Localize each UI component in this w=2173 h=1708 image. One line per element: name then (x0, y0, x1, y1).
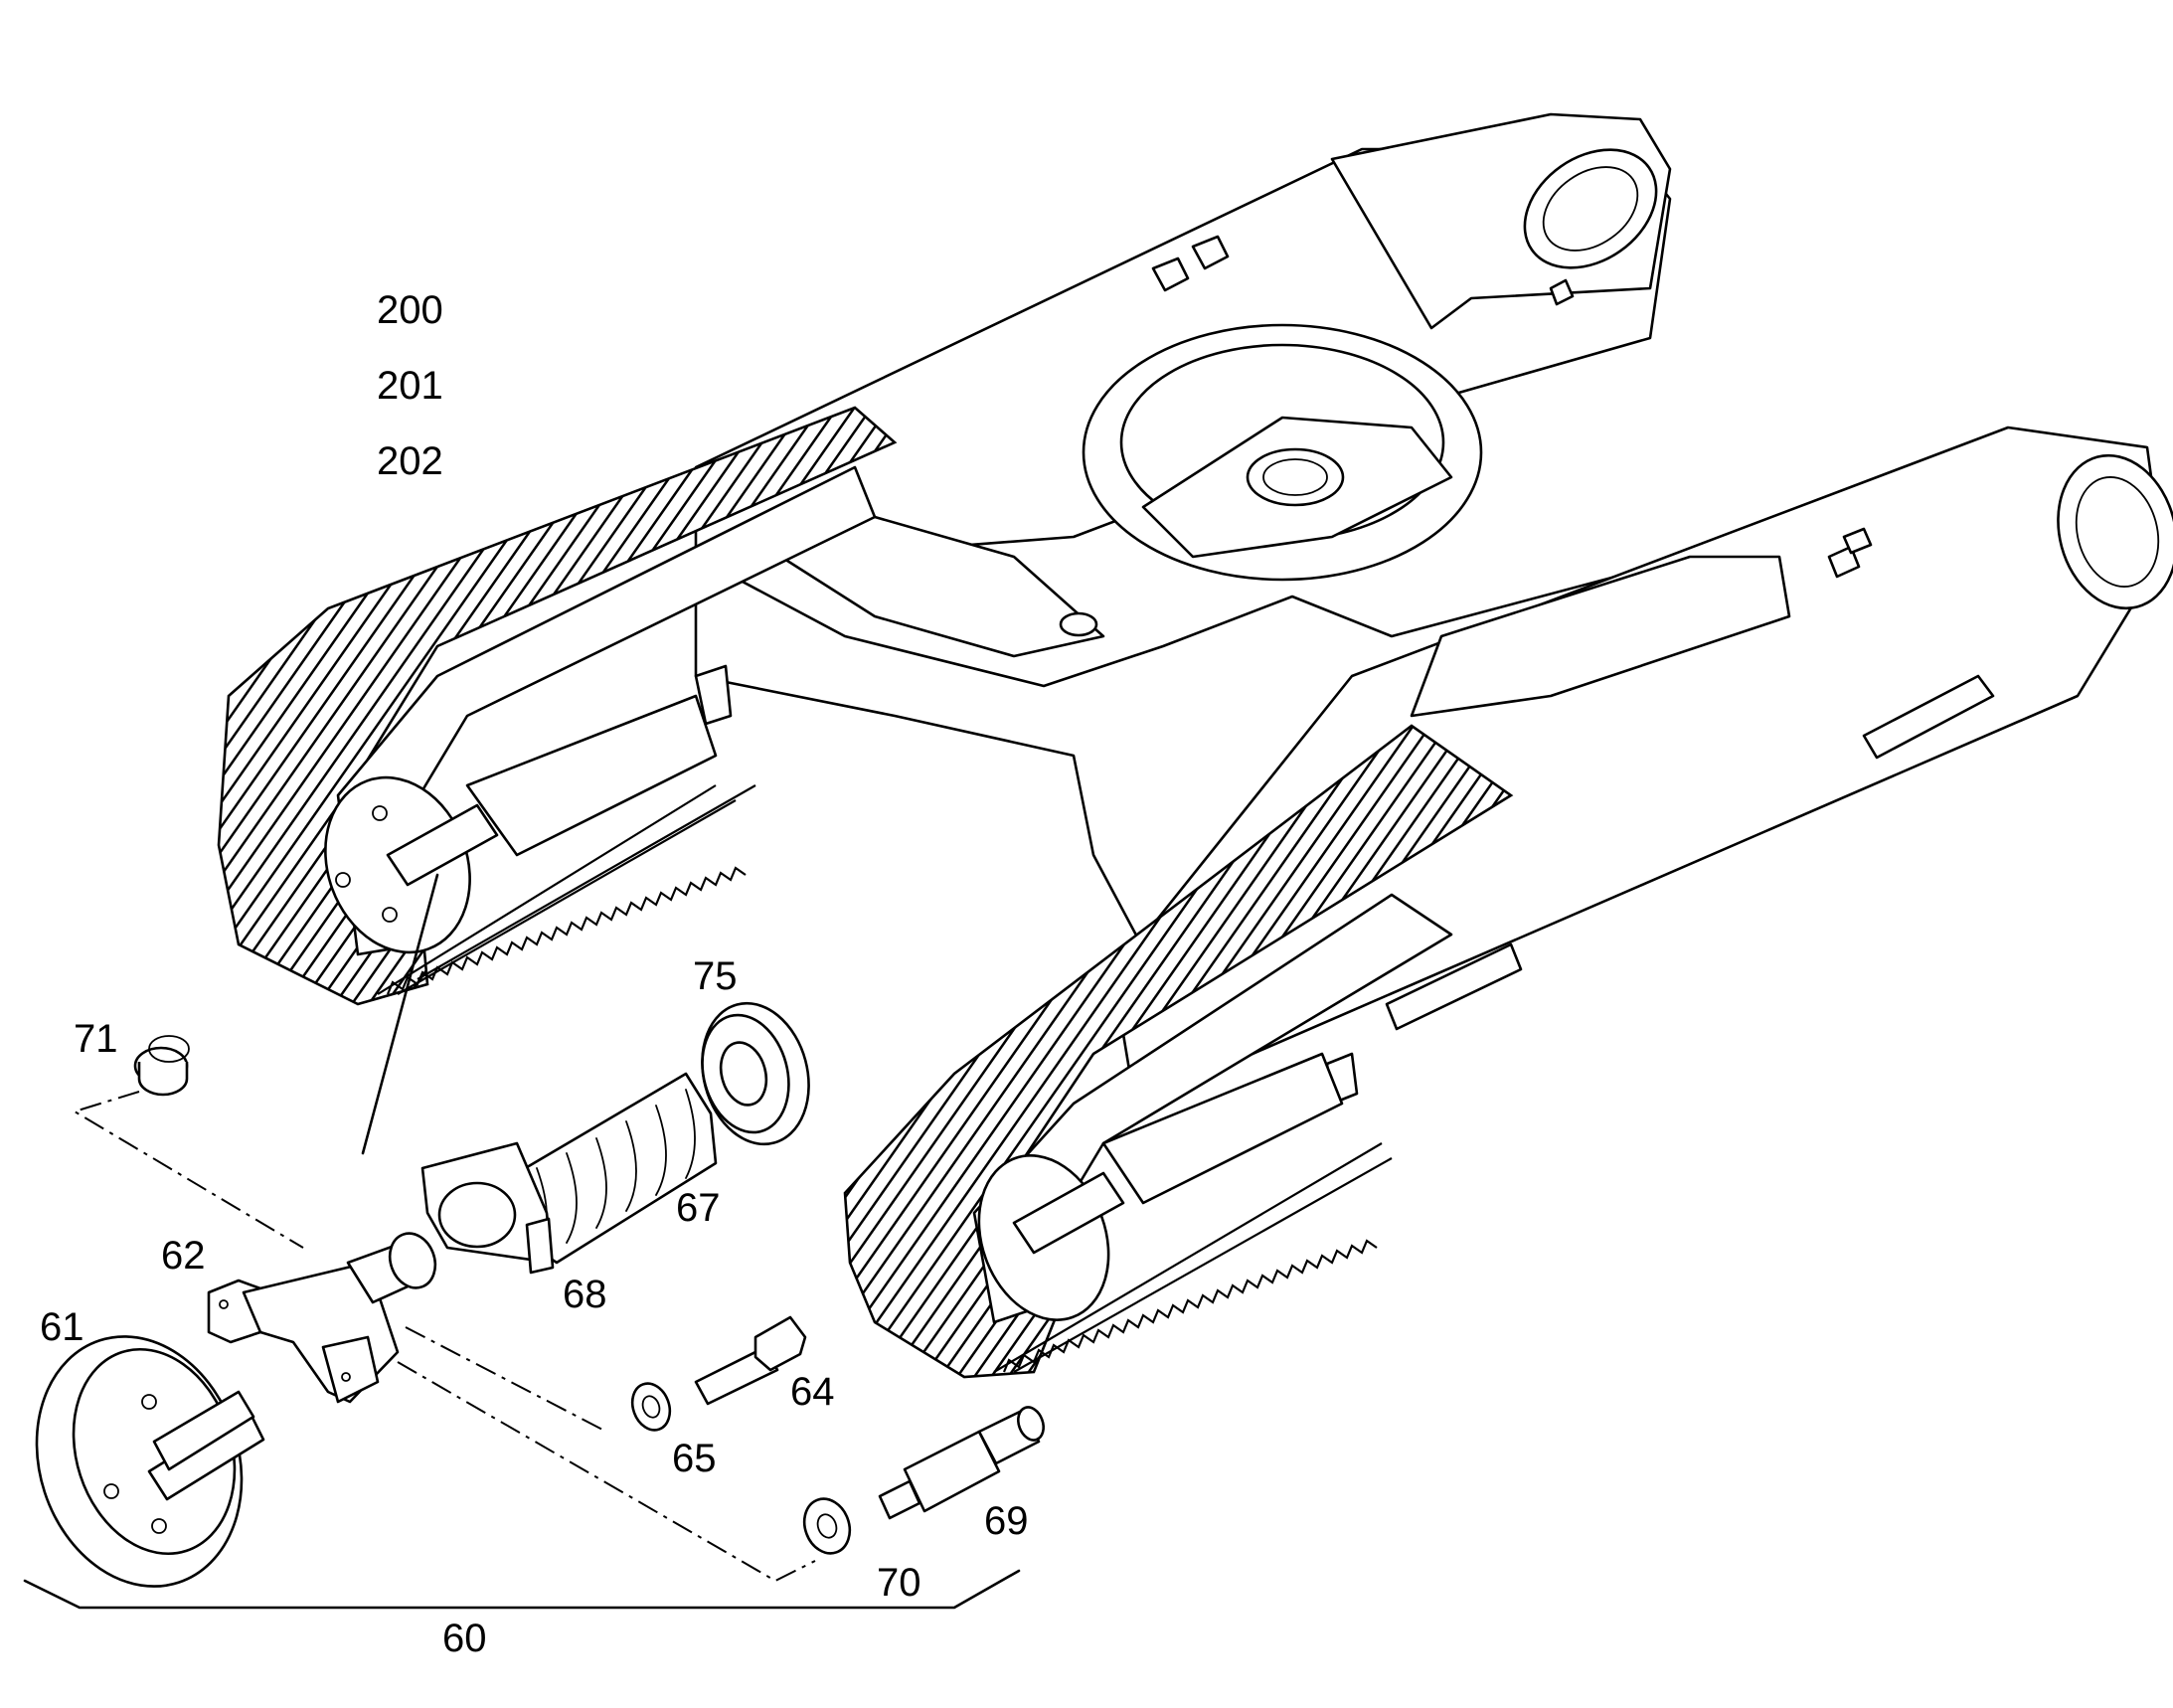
part-69-adjuster-cylinder (878, 1406, 1045, 1520)
label-part-65: 65 (672, 1437, 717, 1480)
label-part-68: 68 (563, 1273, 607, 1316)
label-part-75: 75 (693, 954, 738, 998)
label-part-69: 69 (984, 1499, 1029, 1543)
label-part-62: 62 (161, 1234, 206, 1278)
label-part-61: 61 (40, 1305, 84, 1349)
track-frame (694, 112, 2173, 1106)
label-part-201: 201 (377, 364, 443, 408)
right-track (843, 724, 1514, 1379)
left-track (217, 406, 898, 1006)
label-part-60: 60 (442, 1617, 487, 1660)
part-75-spacer-ring (701, 1001, 810, 1146)
label-part-67: 67 (676, 1186, 721, 1230)
part-68-spring-seat (420, 1141, 555, 1275)
label-part-64: 64 (790, 1370, 835, 1414)
part-62-yoke (207, 1232, 437, 1404)
label-part-70: 70 (877, 1561, 921, 1605)
label-part-202: 202 (377, 439, 443, 483)
label-part-71: 71 (74, 1017, 118, 1061)
part-71-grease-fitting-cap (133, 1035, 190, 1097)
part-64-bolt (694, 1315, 807, 1406)
leader-lines (23, 873, 1021, 1610)
label-part-200: 200 (377, 288, 443, 332)
part-61-idler-wheel (35, 1335, 265, 1588)
part-65-washer (630, 1382, 672, 1432)
part-70-washer (802, 1497, 852, 1555)
